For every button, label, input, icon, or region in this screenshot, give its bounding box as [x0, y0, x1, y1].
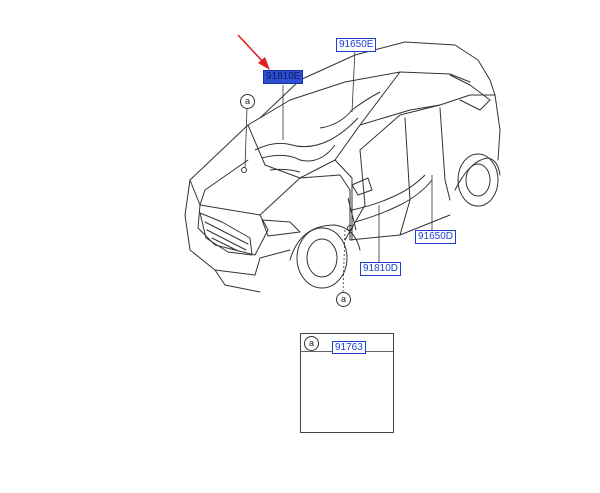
- part-label-91650d[interactable]: 91650D: [415, 230, 457, 244]
- part-label-91650e[interactable]: 91650E: [336, 38, 377, 52]
- callout-a-lower: a: [336, 292, 351, 307]
- detail-callout-a: a: [304, 336, 319, 351]
- red-arrow: [237, 34, 270, 70]
- leader-lines: [244, 48, 433, 293]
- part-label-91763[interactable]: 91763: [332, 341, 366, 354]
- detail-view-box: a 91763: [300, 333, 394, 433]
- part-label-91810e-highlighted[interactable]: 91810E: [263, 70, 304, 84]
- part-label-91810d[interactable]: 91810D: [360, 262, 402, 276]
- wiring-harness: [241, 91, 433, 231]
- callout-a-upper: a: [240, 94, 255, 109]
- vehicle-outline: [184, 41, 501, 293]
